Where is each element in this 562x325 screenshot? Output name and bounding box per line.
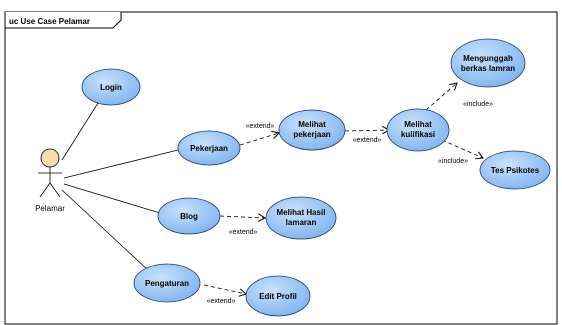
label-include-1: «include»: [463, 101, 493, 108]
usecase-melihat-pekerjaan-line1: Melihat: [298, 120, 326, 129]
usecase-melihat-kulifikasi-line2: kulifikasi: [401, 130, 435, 139]
dep-extend-2: [344, 130, 389, 131]
assoc-login: [61, 102, 99, 161]
dep-extend-3: [219, 216, 265, 218]
usecase-melihat-pekerjaan-line2: pekerjaan: [293, 130, 330, 139]
usecase-tes-psikotes: Tes Psikotes: [479, 150, 551, 190]
usecase-melihat-hasil-line2: lamaran: [286, 218, 317, 227]
usecase-mengunggah-line2: berkas lamran: [461, 64, 515, 73]
dep-extend-4: [203, 284, 246, 294]
usecase-blog: Blog: [157, 197, 221, 235]
usecase-melihat-hasil: Melihat Hasil lamaran: [265, 196, 337, 240]
label-include-2: «include»: [438, 158, 468, 165]
actor-pelamar: Pelamar: [35, 148, 65, 213]
usecase-edit-profil-label: Edit Profil: [259, 292, 297, 301]
usecase-melihat-hasil-line1: Melihat Hasil: [277, 208, 326, 217]
dep-include-1: [425, 83, 457, 111]
usecase-pekerjaan: Pekerjaan: [177, 130, 241, 166]
usecase-mengunggah: Mengunggah berkas lamran: [450, 38, 526, 88]
diagram-frame: uc Use Case Pelamar: [4, 11, 558, 325]
usecase-mengunggah-line1: Mengunggah: [463, 54, 513, 63]
label-extend-4: «extend»: [207, 298, 236, 305]
dep-include-2: [441, 139, 483, 158]
usecase-login-label: Login: [100, 83, 122, 92]
frame-title: uc Use Case Pelamar: [9, 17, 90, 26]
usecase-pengaturan-label: Pengaturan: [145, 279, 189, 288]
usecase-tes-psikotes-label: Tes Psikotes: [491, 166, 540, 175]
label-extend-2: «extend»: [353, 137, 382, 144]
usecase-blog-label: Blog: [180, 212, 198, 221]
usecase-pekerjaan-label: Pekerjaan: [190, 144, 228, 153]
usecase-edit-profil: Edit Profil: [245, 275, 311, 317]
dependency-labels: «extend» «extend» «include» «include» «e…: [207, 101, 493, 305]
actor-head: [40, 148, 60, 168]
usecase-pengaturan: Pengaturan: [133, 263, 201, 303]
label-extend-3: «extend»: [229, 229, 258, 236]
actor-name: Pelamar: [35, 204, 65, 213]
label-extend-1: «extend»: [246, 123, 275, 130]
assoc-blog: [63, 183, 161, 214]
associations: [61, 102, 179, 273]
usecase-melihat-kulifikasi: Melihat kulifikasi: [386, 108, 450, 152]
assoc-pengaturan: [61, 189, 151, 273]
usecase-login: Login: [81, 68, 141, 106]
usecase-melihat-kulifikasi-line1: Melihat: [404, 120, 432, 129]
dep-extend-1: [239, 133, 279, 146]
usecase-melihat-pekerjaan: Melihat pekerjaan: [278, 109, 346, 151]
assoc-pekerjaan: [63, 149, 179, 179]
dependencies: [203, 83, 483, 294]
